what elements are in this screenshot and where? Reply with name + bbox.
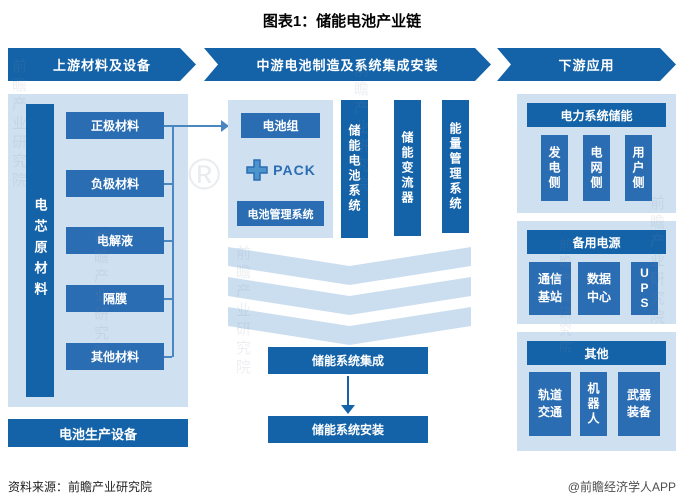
system-bar: 能量管理系统 [442,100,469,233]
installation-box: 储能系统安装 [268,416,428,443]
integration-box: 储能系统集成 [268,347,428,374]
right-arrow-icon [221,120,229,132]
application-box: 轨道交通 [529,372,571,436]
equipment-box: 电池生产设备 [8,419,188,447]
application-box: UPS [631,262,658,315]
connector-line [347,376,349,407]
bms-box: 电池管理系统 [237,201,324,226]
application-box: 数据中心 [578,262,620,315]
connector-line [164,298,172,300]
connector-line [172,125,174,357]
flow-chevron [228,247,471,285]
pack-panel: 电池组 PACK 电池管理系统 [228,100,333,238]
connector-line [164,356,172,358]
system-bar: 储能电池系统 [341,100,368,238]
application-box: 武器装备 [618,372,660,436]
connector-line [164,240,172,242]
material-box: 隔膜 [66,285,164,312]
downstream-group: 其他 轨道交通 机器人 武器装备 [517,332,676,451]
downstream-group: 备用电源 通信基站 数据中心 UPS [517,221,676,324]
pack-label: PACK [273,162,316,178]
credit-note: @前瞻经济学人APP [567,480,676,494]
group-title: 电力系统储能 [527,103,666,127]
downstream-group: 电力系统储能 发电侧 电网侧 用户侧 [517,94,676,213]
material-box: 负极材料 [66,170,164,197]
stage-header-midstream: 中游电池制造及系统集成安装 [204,48,491,81]
down-arrow-icon [341,405,355,414]
source-note: 资料来源：前瞻产业研究院 [8,480,153,494]
material-box: 电解液 [66,227,164,254]
application-box: 电网侧 [583,135,610,201]
application-box: 发电侧 [541,135,568,201]
group-title: 其他 [527,341,666,365]
connector-line [164,125,221,127]
diagram-title: 图表1：储能电池产业链 [262,13,422,30]
application-box: 通信基站 [529,262,571,315]
group-title: 备用电源 [527,230,666,254]
raw-materials-bar: 电芯原材料 [26,104,54,397]
stage-header-upstream: 上游材料及设备 [8,48,196,81]
application-box: 用户侧 [625,135,652,201]
pack-row: PACK [228,155,333,185]
plus-icon [245,158,269,182]
application-box: 机器人 [580,372,607,436]
connector-line [164,183,172,185]
system-bar: 储能变流器 [394,100,421,236]
stage-header-downstream: 下游应用 [497,48,676,81]
material-box: 其他材料 [66,343,164,370]
registered-mark-watermark: ® [188,150,221,199]
battery-pack-box: 电池组 [241,113,320,138]
upstream-panel: 电芯原材料 正极材料 负极材料 电解液 隔膜 其他材料 [8,94,188,407]
material-box: 正极材料 [66,112,164,139]
